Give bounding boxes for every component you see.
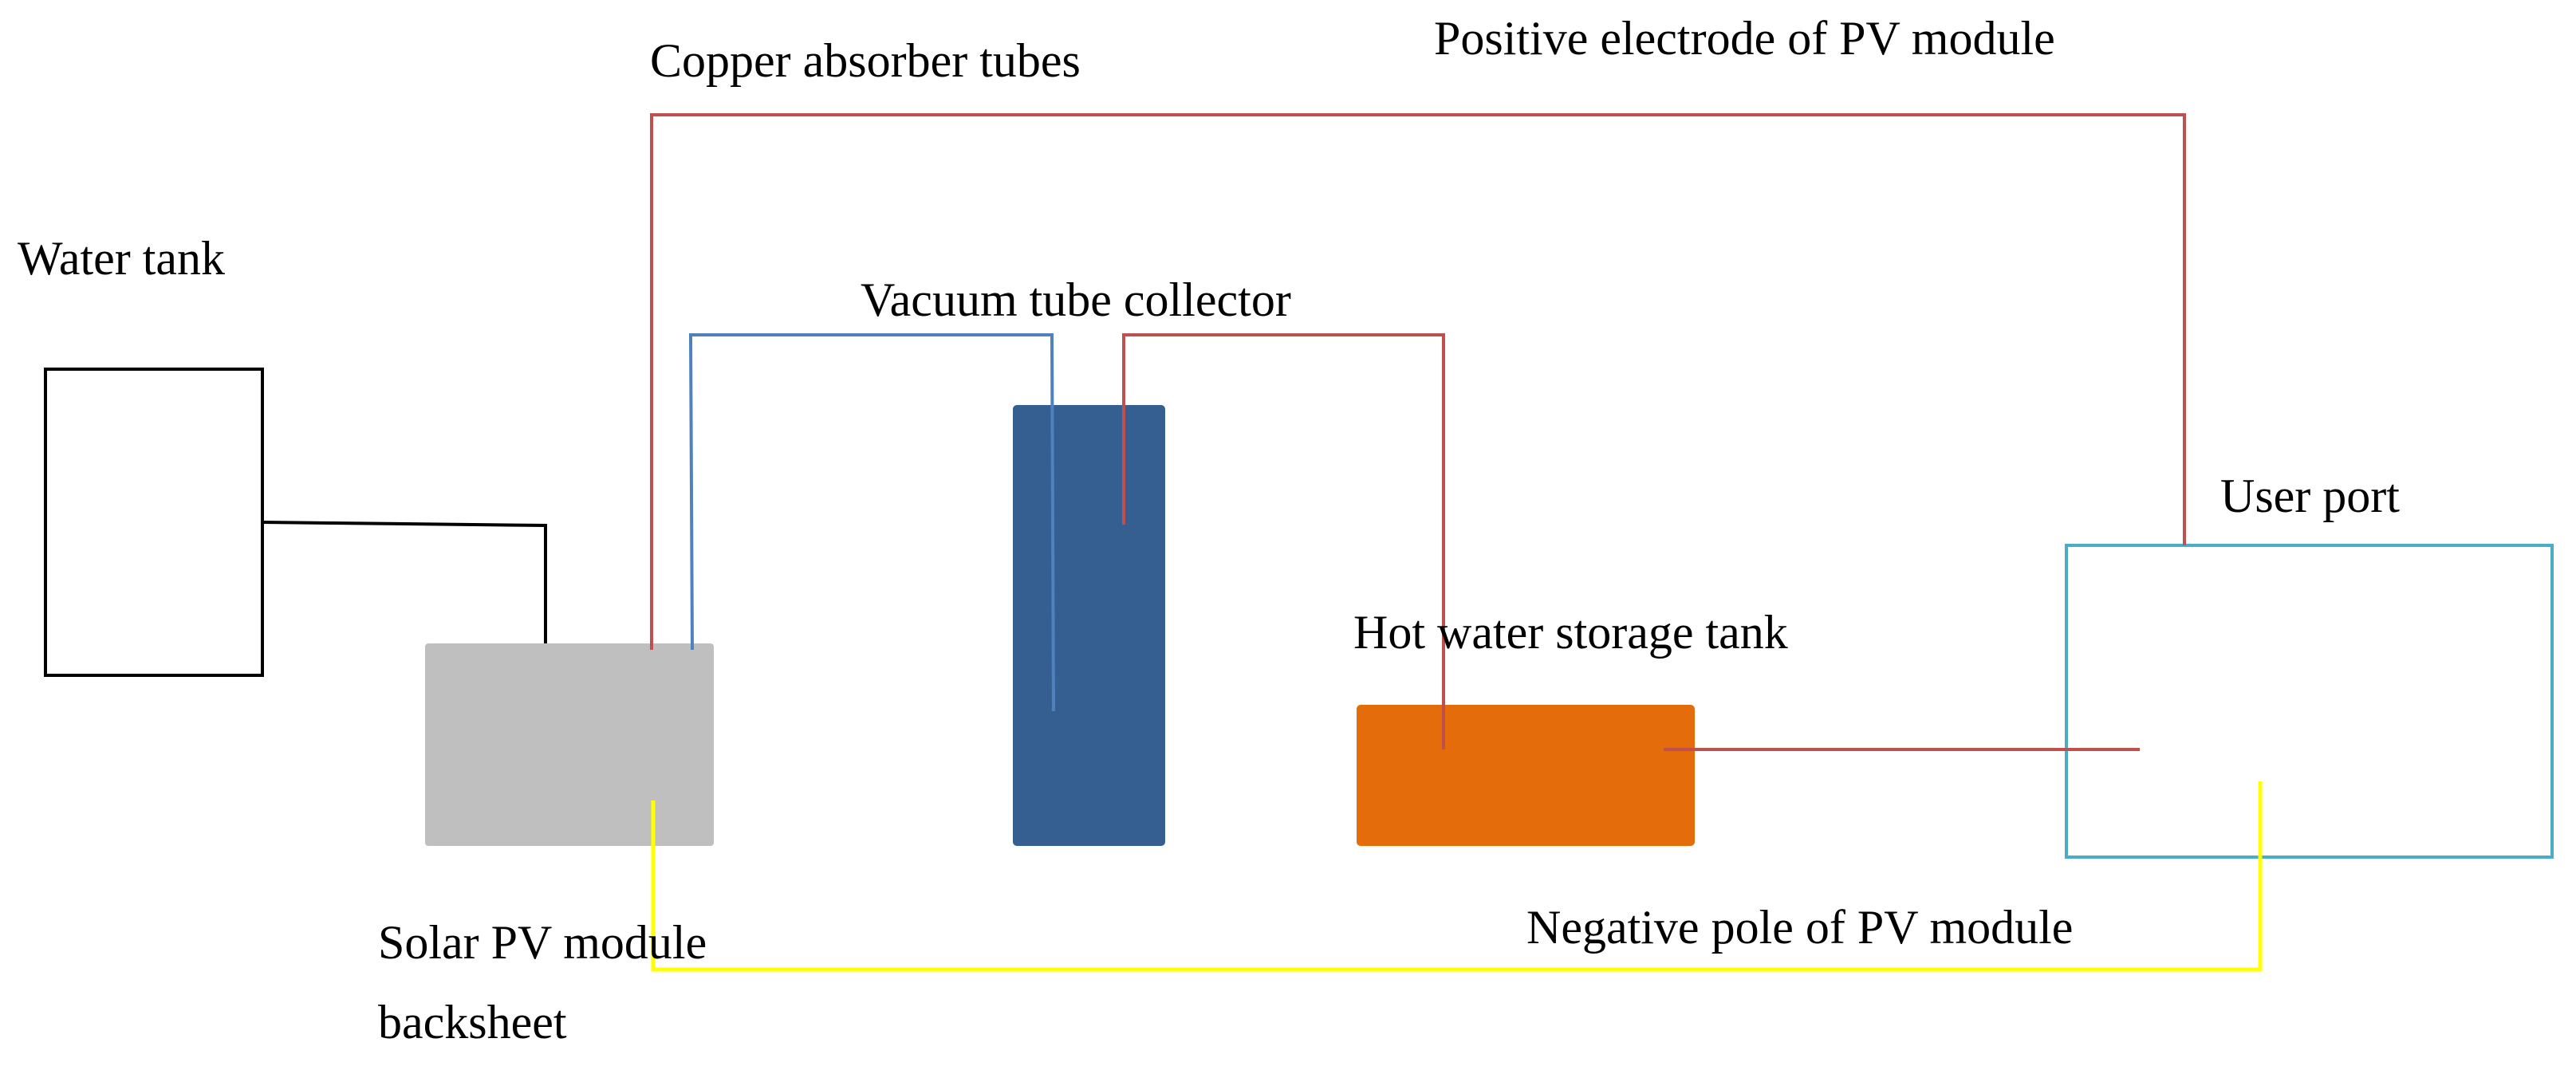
water-tank-label: Water tank [18, 232, 225, 285]
vacuum-tube-collector [1013, 405, 1165, 846]
vacuum-tube-collector-label: Vacuum tube collector [861, 273, 1291, 326]
user-port-label: User port [2220, 470, 2400, 522]
positive-electrode-wire [650, 113, 2186, 650]
negative-pole-label: Negative pole of PV module [1526, 901, 2073, 954]
copper-absorber-blue-pipe [688, 333, 1055, 712]
negative-pole-wire [651, 781, 2263, 972]
copper-absorber-tubes-label: Copper absorber tubes [650, 34, 1081, 87]
user-port-box [2065, 544, 2554, 859]
water-tank-pipe [262, 521, 547, 643]
positive-electrode-label: Positive electrode of PV module [1434, 12, 2055, 65]
hot-water-storage-tank-label: Hot water storage tank [1353, 606, 1788, 659]
solar-pv-module-label-line1: Solar PV module [378, 916, 707, 969]
solar-pv-module [425, 643, 714, 846]
solar-pv-module-label-line2: backsheet [378, 996, 567, 1048]
water-tank-box [44, 368, 264, 677]
collector-to-storage-pipe [1122, 333, 1445, 749]
hot-water-storage-tank [1357, 705, 1695, 846]
